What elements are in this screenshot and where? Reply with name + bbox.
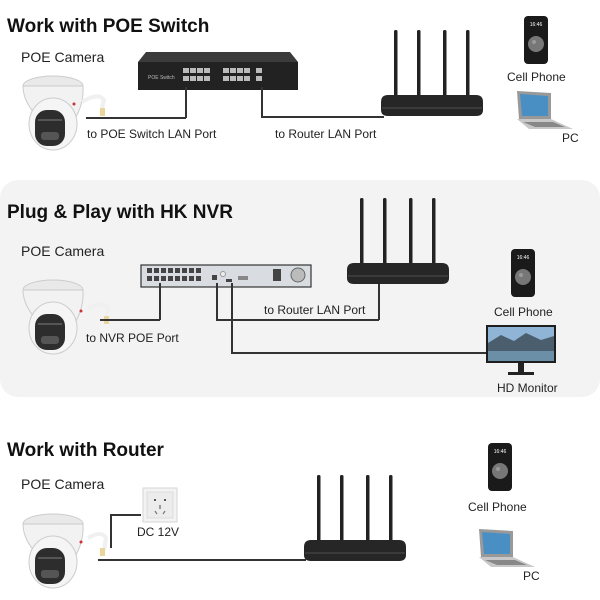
cable-nvr-to-monitor-riser	[231, 283, 233, 353]
power-outlet-icon	[142, 487, 178, 523]
nvr-recorder-icon	[140, 264, 312, 288]
cable-camera-to-outlet	[110, 514, 141, 516]
device-label-cell-phone: Cell Phone	[494, 305, 553, 319]
link-label-nvr-poe: to NVR POE Port	[86, 331, 179, 345]
cable-camera-to-nvr	[100, 319, 160, 321]
pc-laptop-icon	[479, 529, 535, 567]
phone-clock-text: 16:46	[517, 255, 530, 261]
cable-camera-to-switch	[86, 117, 186, 119]
cable-switch-to-router	[261, 116, 384, 118]
device-label-pc: PC	[523, 569, 540, 583]
camera-label: POE Camera	[21, 476, 105, 492]
cell-phone-icon: 16:46	[488, 443, 512, 491]
phone-clock-text: 16:46	[494, 449, 507, 455]
cable-camera-to-switch-riser	[185, 87, 187, 118]
phone-clock-text: 16:46	[530, 22, 543, 28]
device-label-cell-phone: Cell Phone	[507, 70, 566, 84]
camera-label: POE Camera	[21, 243, 105, 259]
poe-switch-icon: POE Switch	[138, 52, 298, 90]
poe-camera-icon	[22, 513, 109, 589]
cell-phone-icon: 16:46	[524, 16, 548, 64]
link-label-switch-lan: to POE Switch LAN Port	[87, 127, 217, 141]
cable-nvr-to-router	[216, 319, 379, 321]
cable-nvr-to-router-riser	[216, 283, 218, 320]
device-label-pc: PC	[562, 131, 579, 145]
link-label-router-lan: to Router LAN Port	[264, 303, 366, 317]
section-title-router: Work with Router	[7, 440, 164, 461]
device-label-cell-phone: Cell Phone	[468, 500, 527, 514]
router-icon	[381, 30, 483, 116]
cell-phone-icon: 16:46	[511, 249, 535, 297]
power-label-dc12v: DC 12V	[137, 525, 180, 539]
cable-nvr-to-monitor	[231, 352, 488, 354]
router-icon	[347, 198, 449, 284]
cable-router-drop	[378, 284, 380, 320]
cable-camera-to-router	[98, 559, 306, 561]
cable-switch-to-router-riser	[261, 87, 263, 117]
link-label-router-lan: to Router LAN Port	[275, 127, 377, 141]
cable-camera-to-outlet-riser	[110, 514, 112, 548]
device-label-hd-monitor: HD Monitor	[497, 381, 558, 395]
section-title-poe-switch: Work with POE Switch	[7, 16, 210, 37]
router-icon	[304, 475, 406, 561]
section-title-hk-nvr: Plug & Play with HK NVR	[7, 202, 233, 223]
hd-monitor-icon	[486, 325, 556, 375]
poe-camera-icon	[22, 75, 107, 151]
switch-brand-text: POE Switch	[148, 75, 175, 81]
cable-camera-to-nvr-riser	[159, 283, 161, 320]
pc-laptop-icon	[517, 91, 573, 129]
poe-camera-icon	[22, 279, 111, 355]
camera-label: POE Camera	[21, 49, 105, 65]
